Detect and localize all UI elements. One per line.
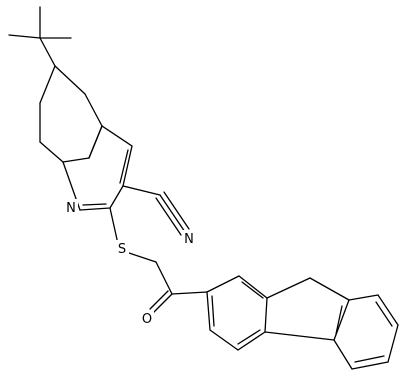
- fluorene-right-ring: [333, 294, 399, 370]
- nitrile-nitrogen-label: N: [184, 232, 194, 247]
- sulfur-label: S: [118, 242, 126, 257]
- atom-label-o: O: [140, 310, 154, 327]
- carbonyl-group: [149, 290, 208, 314]
- fluorene-left-ring: [206, 275, 268, 351]
- atom-label-n-ring: N: [64, 199, 78, 216]
- atom-label-s: S: [115, 240, 129, 257]
- oxygen-label: O: [142, 312, 152, 327]
- tert-butyl-group: [8, 6, 72, 67]
- thioether-linker: [109, 207, 173, 295]
- nitrogen-label: N: [66, 201, 76, 216]
- pyridine-ring: [62, 125, 133, 211]
- nitrile-group: [122, 185, 190, 236]
- atom-label-n-nitrile: N: [182, 230, 196, 247]
